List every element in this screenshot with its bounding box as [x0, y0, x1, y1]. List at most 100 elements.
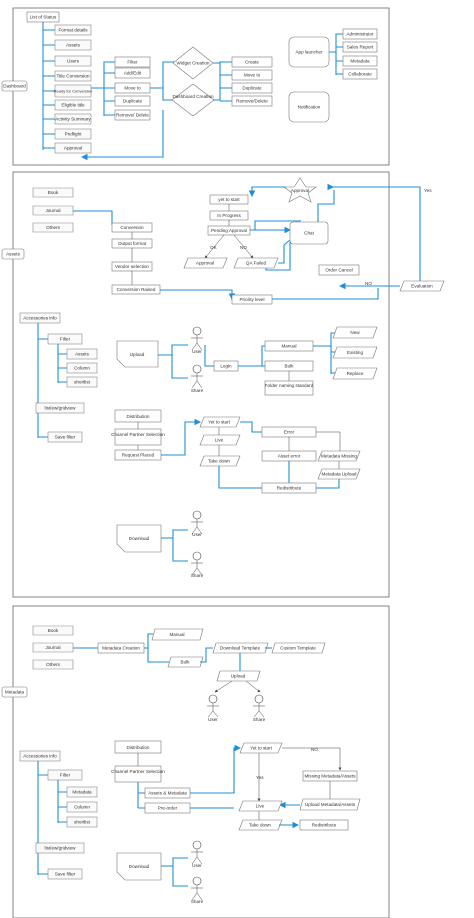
priority-level-node[interactable]: Priority level: [231, 294, 273, 305]
filter-node[interactable]: Filter: [47, 333, 83, 345]
op-add-edit[interactable]: Add/Edit: [114, 67, 151, 79]
meta-manual-node[interactable]: Manual: [151, 628, 204, 641]
pre-order-node[interactable]: Pre-order: [144, 802, 191, 814]
status-item-activity-summary[interactable]: Activity Summary: [54, 113, 91, 125]
meta-accessories-info-node[interactable]: Accessories info: [19, 750, 61, 762]
asset-source-book[interactable]: Book: [32, 187, 74, 198]
meta-yet-to-start-node[interactable]: Yet to start: [239, 742, 283, 754]
request-placed-node[interactable]: Request Placed: [114, 449, 162, 461]
metadata-creation-node[interactable]: Metadata Creation: [97, 642, 145, 654]
meta-distribution-node[interactable]: Distribution: [114, 740, 162, 754]
list-of-status-node[interactable]: List of Status: [26, 11, 60, 23]
status-item-format-details[interactable]: Format details: [54, 24, 92, 36]
asset-error-node[interactable]: Asset error: [261, 450, 317, 462]
meta-live-node[interactable]: Live: [238, 800, 283, 812]
filter-item-assets[interactable]: Assets: [66, 348, 98, 360]
dashboard-creation-diamond[interactable]: Dashboard Creation: [171, 83, 215, 117]
pending-approval-node[interactable]: Pending Approval: [207, 225, 251, 236]
save-filter-node[interactable]: Save filter: [47, 431, 83, 443]
yet-to-start-2-node[interactable]: Yet to start: [199, 416, 241, 428]
in-progress-node[interactable]: In Progress: [209, 210, 249, 221]
launcher-item-sales-report[interactable]: Sales Report: [342, 41, 378, 53]
widget-op-remove-delete[interactable]: Remove/Delete: [231, 95, 273, 107]
live-node[interactable]: Live: [199, 434, 241, 446]
meta-take-down-node[interactable]: Take down: [238, 819, 283, 831]
status-item-preflight[interactable]: Preflight: [54, 128, 92, 140]
meta-bulk-node[interactable]: Bulk: [167, 656, 204, 668]
launcher-item-metadata[interactable]: Metadata: [342, 55, 378, 67]
meta-source-others[interactable]: Others: [32, 659, 74, 670]
metadata-upload-node[interactable]: Metadata Upload: [317, 468, 361, 480]
approval-node[interactable]: Approval: [183, 257, 228, 269]
order-cancel-node[interactable]: Order Cancel: [318, 264, 360, 276]
yet-to-start-node[interactable]: yet to start: [209, 194, 249, 205]
svg-text:Share: Share: [253, 717, 266, 722]
chat-node[interactable]: Chat: [289, 221, 329, 245]
output-format-node[interactable]: Output format: [111, 238, 153, 249]
upload-doc-node[interactable]: Upload: [116, 340, 159, 368]
take-down-node[interactable]: Take down: [199, 455, 241, 467]
approval-star[interactable]: Approval: [283, 177, 317, 203]
meta-filter-item-metadata[interactable]: Metadata: [66, 786, 98, 798]
op-move-to[interactable]: Move to: [114, 82, 151, 94]
widget-op-create[interactable]: Create: [231, 56, 273, 68]
status-item-ready-for-conversion[interactable]: Ready for Conversion: [54, 84, 93, 98]
meta-redistribute-node[interactable]: Redistribute: [299, 819, 349, 831]
conversion-raised-node[interactable]: Conversion Raised: [111, 284, 161, 295]
download-template-node[interactable]: Download Template: [212, 642, 269, 654]
op-remove-delete[interactable]: Remove/ Delete: [114, 109, 151, 121]
meta-filter-item-column[interactable]: Column: [66, 801, 98, 813]
assets-metadata-node[interactable]: Assets & Metadata: [144, 787, 191, 799]
error-node[interactable]: Error: [261, 426, 317, 438]
app-launcher-node[interactable]: App launcher: [288, 36, 330, 68]
svg-text:Filter: Filter: [60, 337, 71, 342]
existing-node[interactable]: Existing: [332, 346, 378, 359]
status-item-approval[interactable]: Approval: [54, 142, 92, 154]
meta-filter-item-shortlist[interactable]: shortlist: [66, 816, 98, 828]
download-doc-node[interactable]: Download: [116, 524, 162, 553]
manual-node[interactable]: Manual: [264, 340, 314, 352]
metadata-missing-node[interactable]: Metadata Missing: [317, 450, 361, 462]
widget-op-move-to[interactable]: Move to: [231, 69, 273, 81]
conversion-node[interactable]: Conversion: [111, 222, 153, 233]
login-node[interactable]: Login: [213, 360, 239, 372]
launcher-item-collaborate[interactable]: Collaborate: [342, 68, 378, 80]
meta-upload-node[interactable]: Upload: [216, 670, 261, 682]
meta-save-filter-node[interactable]: Save filter: [47, 868, 83, 880]
bulk-node[interactable]: Bulk: [264, 360, 314, 372]
meta-filter-node[interactable]: Filter: [47, 769, 83, 781]
widget-creation-diamond[interactable]: Widget Creation: [172, 46, 214, 80]
replace-node[interactable]: Replace: [332, 367, 378, 380]
status-item-eligible-title[interactable]: Eligible title: [54, 99, 92, 111]
notification-node[interactable]: Notification: [288, 91, 330, 123]
accessories-info-node[interactable]: Accessories info: [19, 312, 61, 324]
op-duplicate[interactable]: Duplicate: [114, 95, 151, 107]
meta-channel-partner-node[interactable]: Channel Partner Selection: [111, 765, 165, 783]
op-filter[interactable]: Filter: [114, 56, 151, 68]
custom-template-node[interactable]: Custom Template: [271, 642, 326, 654]
redistribute-node[interactable]: Redistribute: [261, 482, 317, 494]
upload-metadata-node[interactable]: Upload Metadata/Assets: [299, 798, 361, 811]
launcher-item-administrator[interactable]: Administrator: [342, 28, 378, 40]
filter-item-shortlist[interactable]: shortlist: [66, 376, 98, 388]
missing-metadata-node[interactable]: Missing Metadata/Assets: [302, 770, 358, 782]
status-item-users[interactable]: Users: [54, 55, 92, 67]
distribution-node[interactable]: Distribution: [114, 409, 162, 423]
widget-op-duplicate[interactable]: Duplicate: [231, 82, 273, 94]
filter-item-column[interactable]: Column: [66, 362, 98, 374]
evaluation-node[interactable]: Evaluation: [399, 280, 445, 292]
meta-listview-node[interactable]: list/ew/gridview: [35, 842, 85, 854]
meta-download-doc-node[interactable]: Download: [116, 852, 162, 881]
asset-source-journal[interactable]: Journal: [32, 205, 74, 216]
asset-source-others[interactable]: Others: [32, 222, 74, 233]
new-node[interactable]: New: [332, 326, 378, 339]
vendor-selection-node[interactable]: Vendor selection: [111, 261, 153, 272]
qa-failed-node[interactable]: QA Failed: [233, 257, 279, 269]
channel-partner-node[interactable]: Channel Partner Selection: [111, 428, 165, 446]
status-item-assets[interactable]: Assets: [54, 39, 92, 51]
status-item-title-conversion[interactable]: Title Conversion: [54, 70, 92, 82]
listview-node[interactable]: list/ew/gridview: [35, 402, 85, 414]
meta-source-journal[interactable]: Journal: [32, 642, 74, 653]
folder-naming-node[interactable]: Folder naming standard: [264, 380, 314, 396]
meta-source-book[interactable]: Book: [32, 625, 74, 636]
